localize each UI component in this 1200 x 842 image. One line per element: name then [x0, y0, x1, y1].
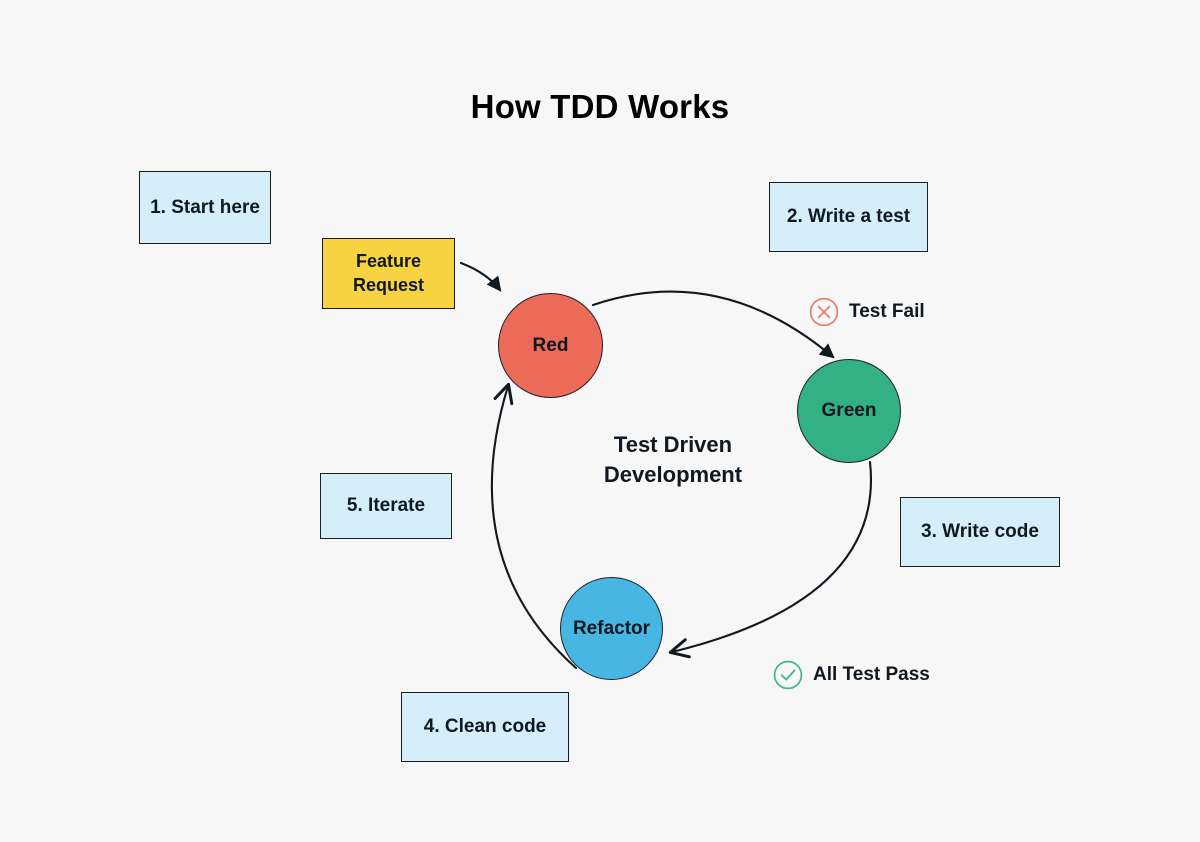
status-all-test-pass-label: All Test Pass — [813, 664, 930, 685]
cycle-node-green-label: Green — [821, 400, 877, 421]
step-box-start-here[interactable]: 1. Start here — [139, 171, 271, 244]
center-label-line2: Development — [603, 462, 743, 488]
cycle-node-refactor-label: Refactor — [572, 617, 651, 639]
cycle-node-refactor[interactable]: Refactor — [560, 577, 663, 680]
page-title: How TDD Works — [470, 88, 730, 125]
center-label: Test Driven Development — [543, 430, 803, 491]
arrow-feature-request-to-red — [459, 261, 502, 292]
step-box-clean-code[interactable]: 4. Clean code — [401, 692, 569, 762]
arrow-red-to-green — [591, 290, 835, 359]
step-box-write-code[interactable]: 3. Write code — [900, 497, 1060, 567]
status-test-fail-label: Test Fail — [849, 301, 925, 322]
step-box-write-a-test[interactable]: 2. Write a test — [769, 182, 928, 252]
feature-request-label-line2: Request — [352, 274, 424, 295]
status-test-fail: Test Fail — [808, 296, 925, 328]
circle-check-icon — [772, 659, 804, 691]
status-all-test-pass: All Test Pass — [772, 659, 930, 691]
center-label-line1: Test Driven — [613, 432, 733, 457]
cycle-node-red-label: Red — [532, 334, 569, 356]
step-box-iterate[interactable]: 5. Iterate — [320, 473, 452, 539]
cycle-node-red[interactable]: Red — [498, 293, 603, 398]
circle-x-icon — [808, 296, 840, 328]
cycle-node-green[interactable]: Green — [797, 359, 901, 463]
feature-request-box[interactable]: Feature Request — [322, 238, 455, 309]
feature-request-label-line1: Feature — [355, 250, 422, 271]
